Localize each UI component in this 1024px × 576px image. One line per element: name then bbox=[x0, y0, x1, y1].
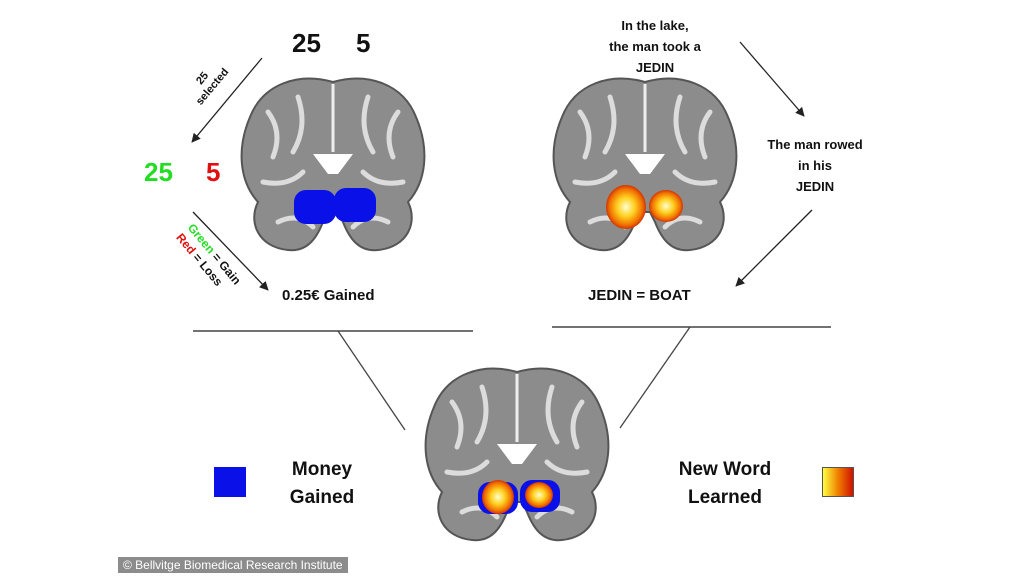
sentence-2-line1: The man rowed bbox=[767, 137, 863, 152]
sentence-2: The man rowed in his JEDIN bbox=[740, 134, 890, 197]
sentence-1: In the lake, the man took a JEDIN bbox=[575, 15, 735, 78]
top-number-5: 5 bbox=[356, 28, 371, 58]
legend-label-money: Money Gained bbox=[272, 456, 372, 512]
legend-label-money-line2: Gained bbox=[289, 487, 355, 508]
legend-label-word: New Word Learned bbox=[660, 456, 790, 512]
arrow-sentence2-to-result bbox=[735, 209, 813, 287]
choice-number-green: 25 bbox=[144, 157, 173, 187]
activation-hot-left bbox=[482, 480, 514, 514]
activation-blue-right bbox=[334, 188, 376, 222]
right-connector bbox=[619, 326, 691, 429]
left-connector bbox=[337, 330, 406, 431]
top-number-25: 25 bbox=[292, 28, 321, 58]
activation-hot-right bbox=[649, 190, 683, 222]
activation-hot-right bbox=[525, 482, 553, 508]
legend-label-word-line1: New Word bbox=[678, 459, 772, 480]
choice-number-red: 5 bbox=[206, 157, 221, 187]
money-result: 0.25€ Gained bbox=[282, 287, 375, 304]
word-result: JEDIN = BOAT bbox=[588, 287, 691, 304]
brain-scan-word bbox=[552, 77, 738, 252]
brain-scan-money bbox=[240, 77, 426, 252]
sentence-2-line3: JEDIN bbox=[795, 179, 835, 194]
sentence-1-line2: the man took a bbox=[609, 39, 701, 54]
sentence-1-line3: JEDIN bbox=[635, 60, 675, 75]
activation-hot-left bbox=[606, 185, 646, 229]
arrow-choice-to-result bbox=[192, 211, 269, 291]
image-credit: © Bellvitge Biomedical Research Institut… bbox=[118, 557, 348, 573]
legend-swatch-money bbox=[214, 467, 246, 497]
legend-label-money-line1: Money bbox=[291, 459, 353, 480]
arrow-sentence1-to-sentence2 bbox=[739, 41, 805, 117]
legend-swatch-word bbox=[822, 467, 854, 497]
brain-shape bbox=[424, 367, 610, 542]
arrow-top-to-choice bbox=[191, 57, 263, 143]
legend-label-word-line2: Learned bbox=[688, 487, 762, 508]
brain-shape bbox=[552, 77, 738, 252]
activation-blue-left bbox=[294, 190, 336, 224]
sentence-1-line1: In the lake, bbox=[621, 18, 689, 33]
brain-scan-combined bbox=[424, 367, 610, 542]
sentence-2-line2: in his bbox=[798, 158, 832, 173]
brain-shape bbox=[240, 77, 426, 252]
